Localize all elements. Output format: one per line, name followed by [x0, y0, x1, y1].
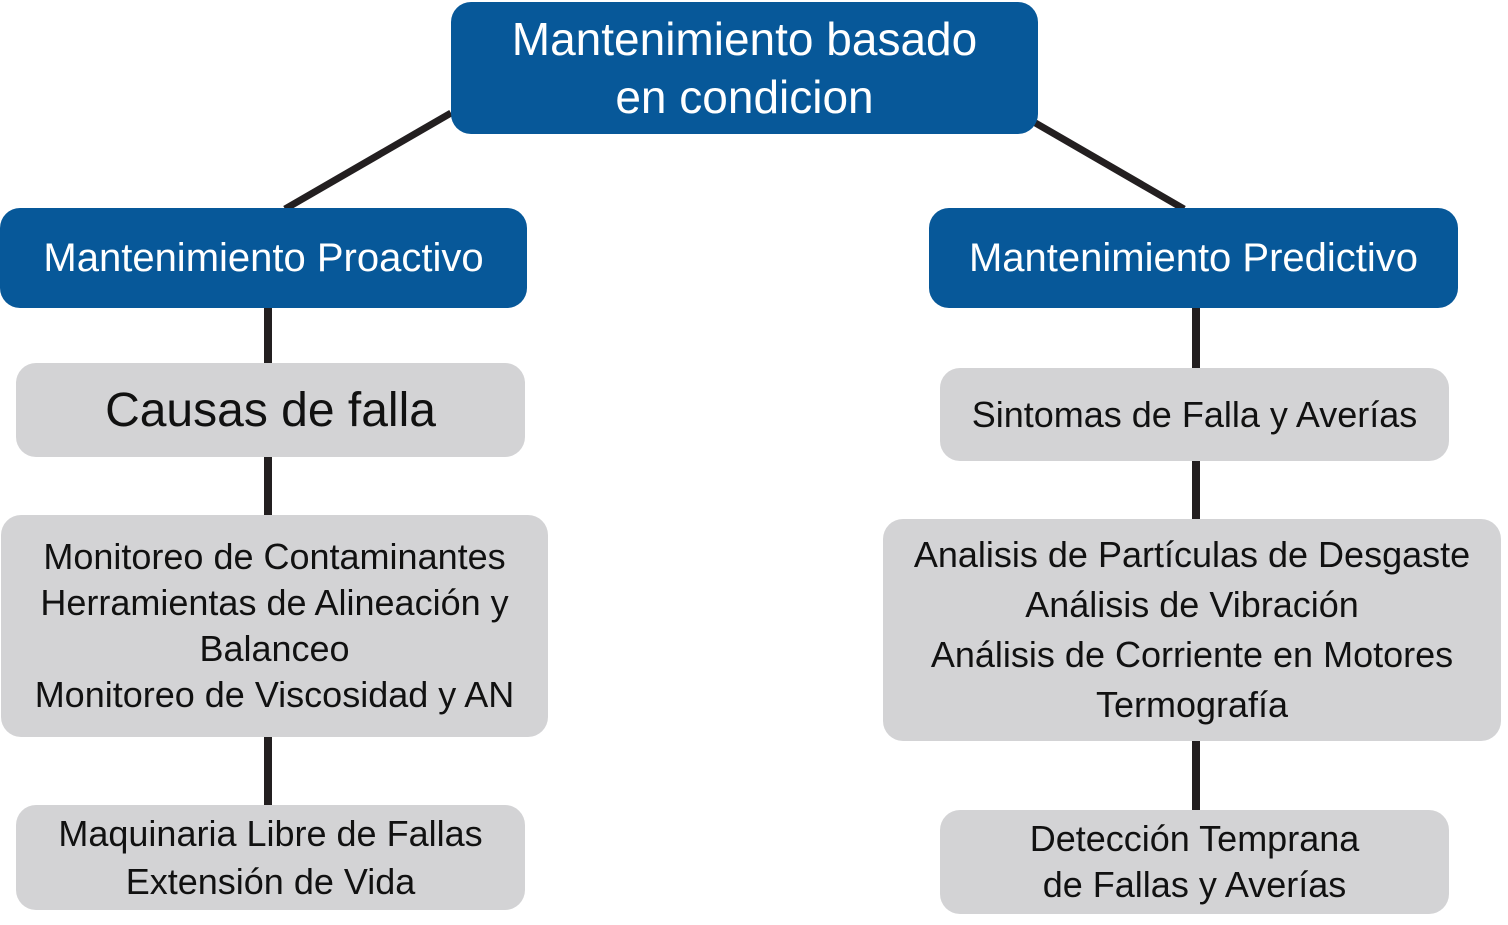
connector-root-predictive — [1030, 117, 1186, 213]
causes-node: Causas de falla — [16, 363, 525, 457]
connector-root-proactive — [283, 109, 453, 213]
proactive-result-line-2: Extensión de Vida — [125, 860, 416, 902]
proactive-node: Mantenimiento Proactivo — [0, 208, 527, 308]
predictive-node: Mantenimiento Predictivo — [929, 208, 1458, 308]
causes-label: Causas de falla — [105, 383, 436, 437]
predictive-result-node: Detección Temprana de Fallas y Averías — [940, 810, 1449, 914]
monitoring-line-3: Balanceo — [199, 628, 350, 669]
monitoring-line-1: Monitoreo de Contaminantes — [43, 536, 506, 577]
monitoring-node: Monitoreo de Contaminantes Herramientas … — [1, 515, 548, 737]
proactive-result-line-1: Maquinaria Libre de Fallas — [58, 812, 483, 854]
root-title-line-1: Mantenimiento basado — [511, 13, 978, 65]
analysis-line-3: Análisis de Corriente en Motores — [930, 634, 1454, 675]
proactive-title: Mantenimiento Proactivo — [43, 235, 484, 280]
monitoring-line-4: Monitoreo de Viscosidad y AN — [34, 674, 515, 715]
symptoms-label: Sintomas de Falla y Averías — [971, 393, 1418, 435]
root-node: Mantenimiento basado en condicion — [451, 2, 1038, 134]
predictive-result-line-1: Detección Temprana — [1029, 818, 1360, 859]
proactive-result-node: Maquinaria Libre de Fallas Extensión de … — [16, 805, 525, 910]
analysis-node: Analisis de Partículas de Desgaste Análi… — [883, 519, 1501, 741]
monitoring-line-2: Herramientas de Alineación y — [40, 582, 509, 623]
analysis-line-2: Análisis de Vibración — [1025, 584, 1359, 625]
predictive-title: Mantenimiento Predictivo — [968, 235, 1419, 280]
root-title-line-2: en condicion — [615, 71, 874, 123]
symptoms-node: Sintomas de Falla y Averías — [940, 368, 1449, 461]
analysis-line-4: Termografía — [1095, 684, 1289, 725]
predictive-result-line-2: de Fallas y Averías — [1042, 864, 1347, 905]
analysis-line-1: Analisis de Partículas de Desgaste — [913, 534, 1471, 575]
